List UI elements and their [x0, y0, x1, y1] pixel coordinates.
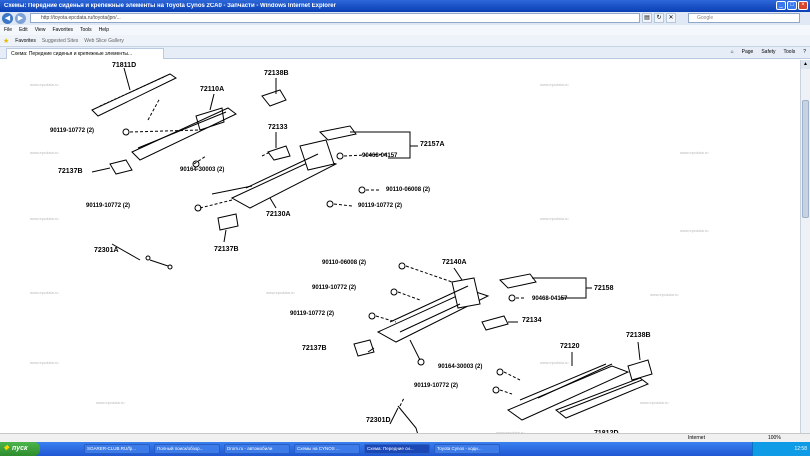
clock[interactable]: 12:58 — [794, 446, 807, 452]
favorites-button[interactable]: Favorites — [15, 37, 36, 44]
part-label[interactable]: 72134 — [522, 317, 542, 324]
part-label[interactable]: 72133 — [268, 124, 288, 131]
part-label[interactable]: 72130A — [266, 211, 291, 218]
minimize-icon[interactable]: _ — [776, 1, 786, 10]
watermark: www.epcdata.ru — [540, 360, 569, 365]
taskbar: пуск SOARER-CLUB.RU/fp... Полный поиск/о… — [0, 442, 810, 456]
parts-diagram-drawing — [91, 67, 653, 442]
part-label[interactable]: 71811D — [112, 62, 137, 69]
address-bar-row: ◀ ▶ http://toyota.epcdata.ru/toyota/jpn/… — [0, 12, 810, 25]
taskbar-item[interactable]: Toyota Cynos - коди... — [434, 444, 500, 454]
part-label[interactable]: 90468-04157 — [532, 296, 568, 302]
forward-button[interactable]: ▶ — [15, 13, 26, 24]
part-label[interactable]: 72157A — [420, 141, 445, 148]
part-label[interactable]: 90119-10772 (2) — [312, 285, 357, 291]
part-label[interactable]: 72137B — [302, 345, 327, 352]
watermark: www.epcdata.ru — [680, 228, 709, 233]
part-label[interactable]: 72137B — [214, 246, 239, 253]
part-label[interactable]: 90110-06008 (2) — [322, 260, 367, 266]
menu-favorites[interactable]: Favorites — [52, 27, 73, 33]
part-label[interactable]: 72138B — [626, 332, 651, 339]
watermark: www.epcdata.ru — [650, 292, 679, 297]
watermark: www.epcdata.ru — [496, 430, 524, 435]
scroll-up-icon[interactable]: ▲ — [801, 60, 810, 69]
stop-icon[interactable]: ✕ — [666, 13, 676, 23]
part-label[interactable]: 72140A — [442, 259, 467, 266]
part-label[interactable]: 72110A — [200, 86, 225, 93]
window-controls: _ □ × — [776, 1, 808, 10]
part-label[interactable]: 72301D — [366, 417, 391, 424]
watermark: www.epcdata.ru — [30, 150, 59, 155]
title-bar: Схемы: Передние сиденья и крепежные элем… — [0, 0, 810, 12]
system-tray: 12:58 — [752, 442, 810, 456]
address-tools: ▤ ↻ ✕ — [642, 13, 676, 23]
part-label[interactable]: 72138B — [264, 70, 289, 77]
taskbar-item[interactable]: Схемы на CYNOS ... — [294, 444, 360, 454]
watermark: www.epcdata.ru — [30, 82, 59, 87]
taskbar-item[interactable]: SOARER-CLUB.RU/fp... — [84, 444, 150, 454]
search-input[interactable]: Google — [688, 13, 800, 23]
watermark: www.epcdata.ru — [30, 290, 59, 295]
part-label[interactable]: 90164-30003 (2) — [180, 167, 225, 173]
security-zone: Internet — [688, 435, 705, 441]
favorites-item-webslice[interactable]: Web Slice Gallery — [84, 37, 124, 44]
menu-tools[interactable]: Tools — [80, 27, 92, 33]
part-label[interactable]: 90110-06008 (2) — [386, 187, 431, 193]
watermark: www.epcdata.ru — [680, 150, 709, 155]
part-label[interactable]: 90119-10772 (2) — [414, 383, 459, 389]
taskbar-item[interactable]: Полный поиск/обзор... — [154, 444, 220, 454]
part-label[interactable]: 72137B — [58, 168, 83, 175]
tab-bar: Схема: Передние сиденья и крепежные элем… — [0, 47, 810, 59]
menu-bar: File Edit View Favorites Tools Help — [0, 25, 810, 35]
tab-active[interactable]: Схема: Передние сиденья и крепежные элем… — [6, 48, 164, 59]
menu-view[interactable]: View — [34, 27, 46, 33]
taskbar-item[interactable]: Drom.ru - автомобили — [224, 444, 290, 454]
watermark: www.epcdata.ru — [540, 216, 569, 221]
menu-file[interactable]: File — [4, 27, 13, 33]
favorites-bar: ★ Favorites Suggested Sites Web Slice Ga… — [0, 35, 810, 47]
watermark: www.epcdata.ru — [96, 400, 125, 405]
watermark: www.epcdata.ru — [540, 82, 569, 87]
part-label[interactable]: 72120 — [560, 343, 580, 350]
part-label[interactable]: 90164-30003 (2) — [438, 364, 483, 370]
page-content: 71811D 72110A 72138B 72133 72157A 90468-… — [0, 60, 800, 442]
address-input[interactable]: http://toyota.epcdata.ru/toyota/jpn/... — [30, 13, 640, 23]
taskbar-item-active[interactable]: Схема: Передние си... — [364, 444, 430, 454]
watermark: www.epcdata.ru — [30, 216, 59, 221]
menu-edit[interactable]: Edit — [19, 27, 28, 33]
vertical-scrollbar[interactable]: ▲ ▼ — [800, 60, 810, 442]
part-label[interactable]: 90119-10772 (2) — [50, 128, 95, 134]
zoom-level[interactable]: 100% — [768, 435, 781, 441]
safety-menu[interactable]: Safety — [761, 49, 776, 55]
watermark: www.epcdata.ru — [30, 360, 59, 365]
maximize-icon[interactable]: □ — [787, 1, 797, 10]
tools-menu[interactable]: Tools — [783, 49, 796, 55]
part-label[interactable]: 90119-10772 (2) — [358, 203, 403, 209]
help-icon[interactable]: ? — [803, 49, 806, 55]
menu-help[interactable]: Help — [98, 27, 109, 33]
status-bar: Internet 100% — [0, 433, 810, 442]
watermark: www.epcdata.ru — [266, 290, 295, 295]
home-icon[interactable]: ⌂ — [730, 49, 734, 55]
page-menu[interactable]: Page — [741, 49, 754, 55]
part-label[interactable]: 90119-10772 (2) — [290, 311, 335, 317]
back-button[interactable]: ◀ — [2, 13, 13, 24]
part-label[interactable]: 72301A — [94, 247, 119, 254]
part-label[interactable]: 90468-04157 — [362, 153, 398, 159]
compat-view-icon[interactable]: ▤ — [642, 13, 652, 23]
watermark: www.epcdata.ru — [640, 400, 669, 405]
scroll-thumb[interactable] — [802, 100, 809, 218]
favorites-star-icon[interactable]: ★ — [3, 37, 10, 45]
start-button[interactable]: пуск — [0, 442, 40, 456]
favorites-item-suggested[interactable]: Suggested Sites — [41, 37, 79, 44]
refresh-icon[interactable]: ↻ — [654, 13, 664, 23]
close-icon[interactable]: × — [798, 1, 808, 10]
part-label[interactable]: 90119-10772 (2) — [86, 203, 131, 209]
part-label[interactable]: 72158 — [594, 285, 614, 292]
window-title: Схемы: Передние сиденья и крепежные элем… — [4, 3, 336, 9]
command-bar: ⌂ Page Safety Tools ? — [731, 49, 806, 55]
